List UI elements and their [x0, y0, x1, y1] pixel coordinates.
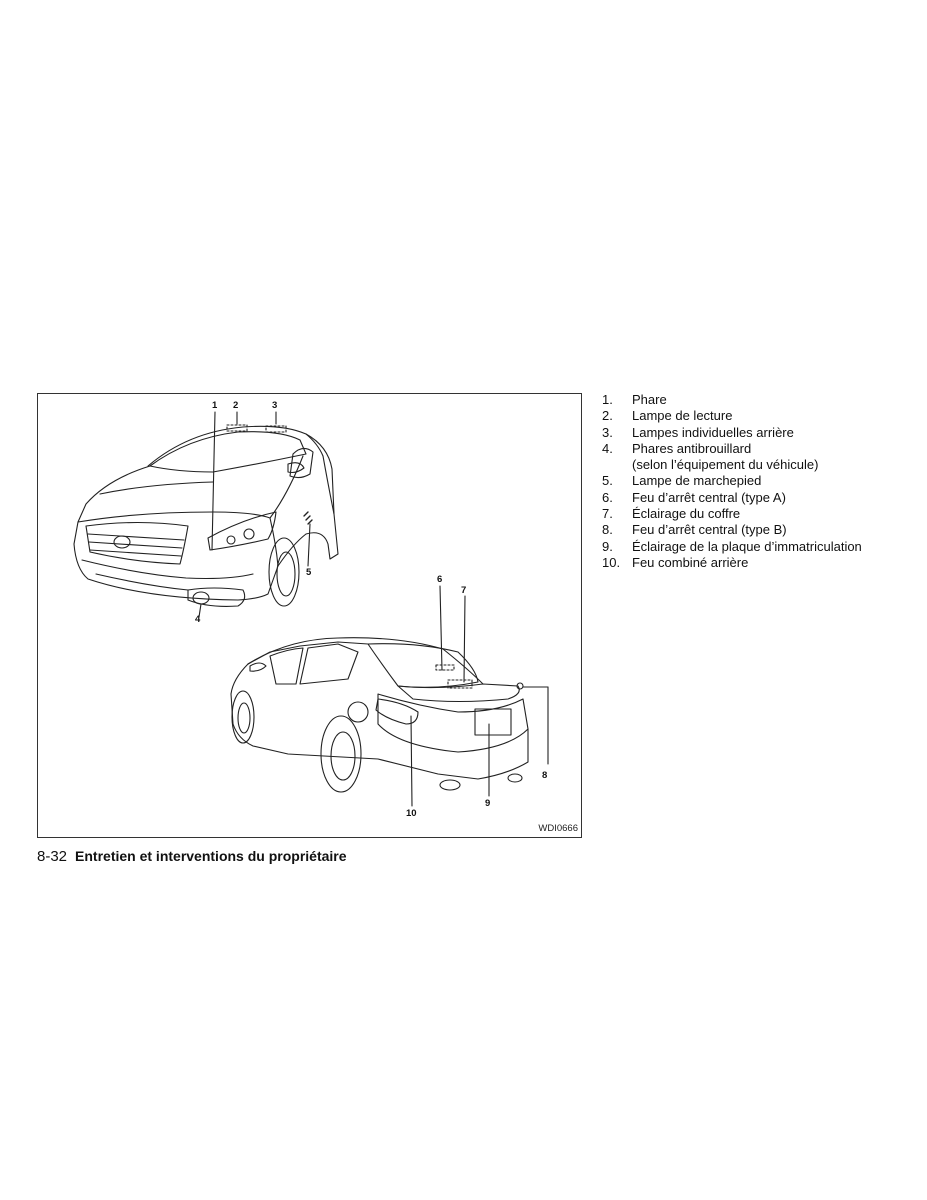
callout-10: 10	[406, 808, 417, 819]
rear-car-drawing	[230, 585, 549, 807]
section-title: Entretien et interventions du propriétai…	[75, 848, 347, 864]
legend-text: Feu combiné arrière	[632, 554, 749, 570]
legend-item: 6. Feu d’arrêt central (type A)	[602, 490, 902, 506]
legend-text: Éclairage de la plaque d’immatriculation	[632, 538, 862, 554]
legend-item: 5. Lampe de marchepied	[602, 473, 902, 489]
legend-num: 6.	[602, 489, 613, 505]
callout-3: 3	[272, 400, 278, 411]
legend-text: Lampe de lecture	[632, 408, 733, 424]
callout-2: 2	[233, 400, 239, 411]
legend-num: 10.	[602, 554, 621, 570]
legend-text: Phare	[632, 392, 667, 407]
legend-text: Lampes individuelles arrière	[632, 424, 794, 440]
legend-item: 9. Éclairage de la plaque d’immatriculati…	[602, 539, 902, 555]
page-footer: 8-32 Entretien et interventions du propri…	[37, 848, 347, 865]
figure-code: WDI0666	[538, 823, 578, 834]
legend-text: Lampe de marchepied	[632, 473, 762, 489]
legend-num: 9.	[602, 538, 613, 554]
callout-1: 1	[212, 400, 218, 411]
legend-item: 7. Éclairage du coffre	[602, 506, 902, 522]
legend-text: (selon l’équipement du véhicule)	[632, 457, 819, 473]
legend-text: Éclairage du coffre	[632, 506, 741, 522]
legend-item: 10. Feu combiné arrière	[602, 555, 902, 571]
legend-num: 4.	[602, 440, 613, 456]
callout-6: 6	[437, 574, 443, 585]
legend-item-continuation: (selon l’équipement du véhicule)	[602, 457, 902, 473]
callout-8: 8	[542, 770, 548, 781]
callout-5: 5	[306, 567, 312, 578]
callout-9: 9	[485, 798, 491, 809]
car-illustration	[73, 411, 549, 807]
legend-text: Phares antibrouillard	[632, 440, 752, 456]
legend-num: 1.	[602, 392, 613, 407]
legend-item: 1. Phare	[602, 392, 902, 408]
legend-list: 1. Phare 2. Lampe de lecture 3. Lampes indi…	[602, 392, 902, 571]
callout-4: 4	[195, 614, 201, 625]
legend-item: 2. Lampe de lecture	[602, 408, 902, 424]
legend-num: 8.	[602, 522, 613, 538]
legend-num: 3.	[602, 424, 613, 440]
legend-item: 3. Lampes individuelles arrière	[602, 425, 902, 441]
legend-item: 4. Phares antibrouillard	[602, 441, 902, 457]
legend-num: 2.	[602, 408, 613, 424]
page-number: 8-32	[37, 848, 68, 865]
front-car-drawing	[73, 411, 339, 618]
callout-7: 7	[461, 585, 467, 596]
legend-num: 7.	[602, 506, 613, 522]
vehicle-lights-figure: 1 2 3 4 5 6 7 8 9 10 WDI0666	[37, 393, 582, 838]
legend-item: 8. Feu d’arrêt central (type B)	[602, 522, 902, 538]
legend-text: Feu d’arrêt central (type A)	[632, 489, 786, 505]
legend-num: 5.	[602, 473, 613, 489]
legend-text: Feu d’arrêt central (type B)	[632, 522, 787, 538]
